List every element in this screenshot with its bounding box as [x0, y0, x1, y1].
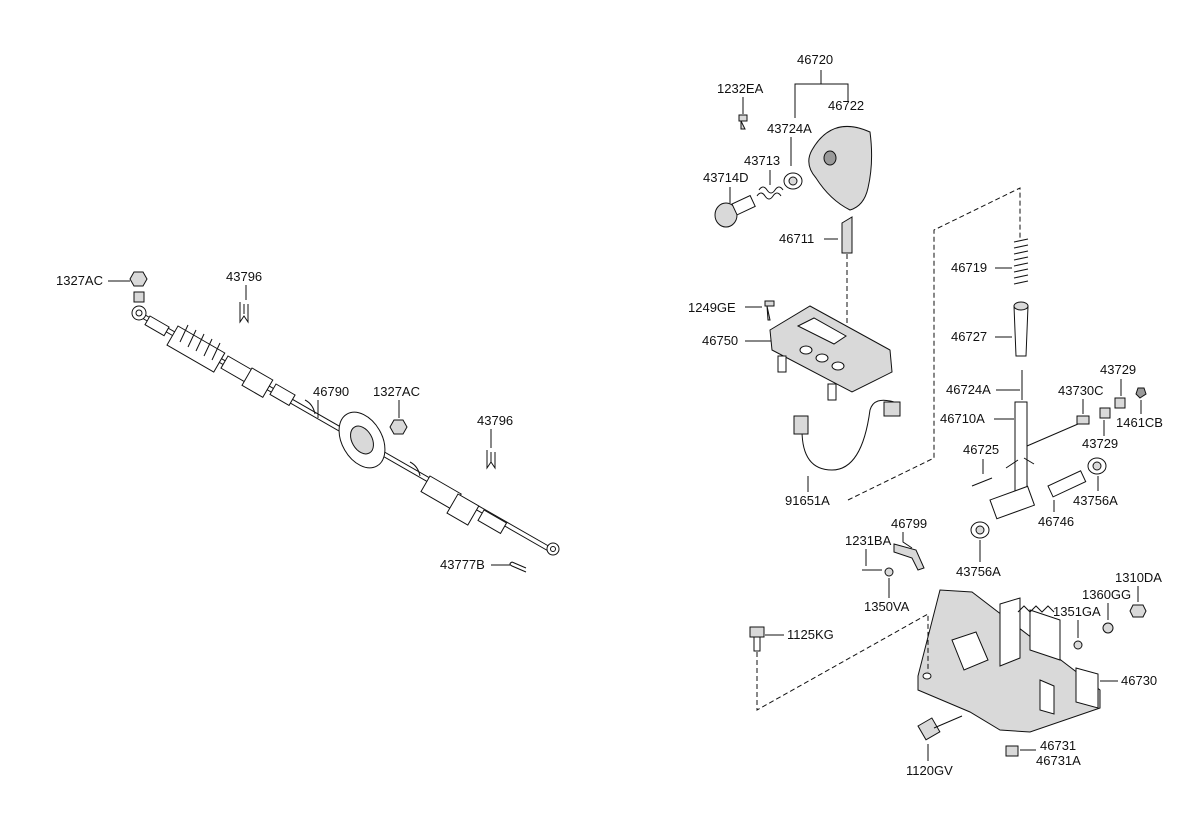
label-43714d: 43714D — [703, 170, 749, 185]
bushing-46731 — [1005, 745, 1019, 757]
screw-1232ea — [738, 114, 748, 130]
label-1125kg: 1125KG — [787, 627, 834, 642]
label-1310da: 1310DA — [1115, 570, 1162, 585]
label-46711: 46711 — [779, 231, 814, 246]
spring-46799 — [893, 543, 925, 571]
cable-clip-43796-right — [486, 450, 496, 470]
nut-1350va — [884, 567, 894, 577]
label-46750: 46750 — [702, 333, 738, 348]
label-1120gv: 1120GV — [906, 763, 953, 778]
spring-46719 — [1013, 238, 1029, 285]
pin-43730c — [1076, 415, 1090, 425]
label-43729-bottom: 43729 — [1082, 436, 1118, 451]
cable-grommet — [338, 411, 386, 469]
label-1327ac-left: 1327AC — [56, 273, 103, 288]
sleeve-43724a — [783, 172, 803, 190]
label-46790: 46790 — [313, 384, 349, 399]
bush-43729-top — [1114, 397, 1126, 409]
shift-cable-assembly — [129, 271, 560, 573]
label-43713: 43713 — [744, 153, 780, 168]
sleeve-46746 — [1047, 470, 1087, 498]
label-1360gg: 1360GG — [1082, 587, 1131, 602]
label-43730c: 43730C — [1058, 383, 1104, 398]
nut-1327ac-right — [389, 419, 408, 435]
lamp-harness-91651a — [793, 399, 901, 471]
label-1461cb: 1461CB — [1116, 415, 1163, 430]
washer-1360gg — [1102, 622, 1114, 634]
nut-1461cb — [1135, 387, 1147, 399]
base-bracket-46730 — [917, 589, 1101, 733]
label-46724a: 46724A — [946, 382, 991, 397]
cable-pin-43777b — [509, 561, 527, 573]
label-46727: 46727 — [951, 329, 987, 344]
label-46725: 46725 — [963, 442, 999, 457]
label-46746: 46746 — [1038, 514, 1074, 529]
indicator-plate-46750 — [769, 305, 893, 401]
label-1249ge: 1249GE — [688, 300, 736, 315]
bolt-1120gv — [917, 715, 963, 741]
label-43796-left: 43796 — [226, 269, 262, 284]
label-46799: 46799 — [891, 516, 927, 531]
washer-1351ga — [1073, 640, 1083, 650]
label-46731: 46731 — [1040, 738, 1076, 753]
cable-boot — [166, 324, 226, 373]
screw-1249ge — [764, 300, 775, 321]
nut-1327ac-left — [129, 271, 148, 287]
button-43714d — [714, 194, 756, 228]
label-43724a: 43724A — [767, 121, 812, 136]
label-43756a-left: 43756A — [956, 564, 1001, 579]
label-1350va: 1350VA — [864, 599, 910, 614]
label-46731a: 46731A — [1036, 753, 1081, 768]
label-1327ac-right: 1327AC — [373, 384, 420, 399]
label-43796-right: 43796 — [477, 413, 513, 428]
bush-43729-bottom — [1099, 407, 1111, 419]
rod-46727 — [1013, 301, 1029, 357]
label-43756a-right: 43756A — [1073, 493, 1118, 508]
pin-46725 — [971, 477, 993, 487]
label-43777b: 43777B — [440, 557, 485, 572]
label-46720: 46720 — [797, 52, 833, 67]
label-1231ba: 1231BA — [845, 533, 892, 548]
label-43729-top: 43729 — [1100, 362, 1136, 377]
lever-46710a — [989, 401, 1079, 520]
label-46710a: 46710A — [940, 411, 985, 426]
bush-43756a-left — [970, 521, 990, 539]
label-1232ea: 1232EA — [717, 81, 764, 96]
spring-43713 — [756, 186, 784, 200]
label-91651a: 91651A — [785, 493, 830, 508]
cable-clip-43796-left — [239, 302, 249, 324]
label-46730: 46730 — [1121, 673, 1157, 688]
label-1351ga: 1351GA — [1053, 604, 1101, 619]
label-46719: 46719 — [951, 260, 987, 275]
indicator-46711 — [841, 216, 853, 254]
nut-1310da — [1129, 604, 1147, 618]
bush-43756a-right — [1087, 457, 1107, 475]
shift-knob-46722 — [808, 125, 873, 211]
bolt-1125kg — [749, 626, 765, 652]
label-46722: 46722 — [828, 98, 864, 113]
